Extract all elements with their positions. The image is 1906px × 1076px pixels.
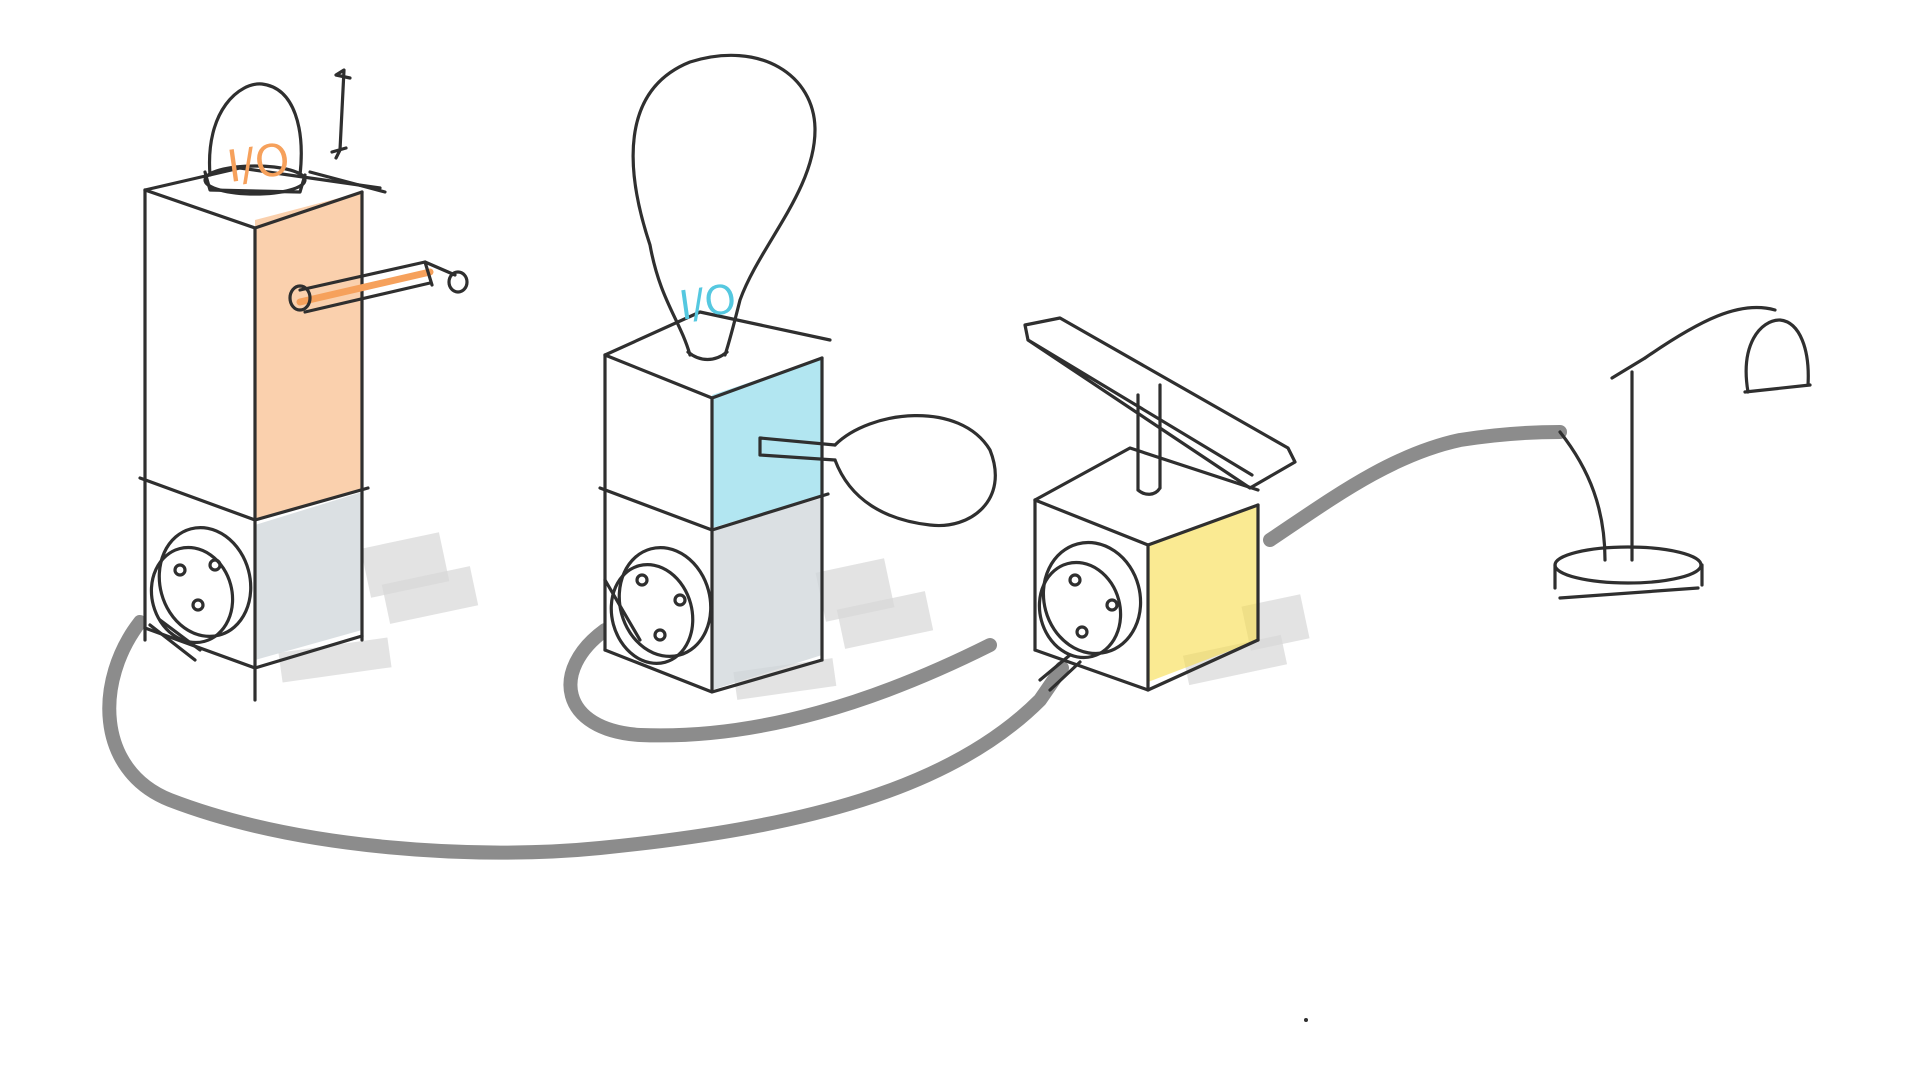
squeeze-bulb: [758, 414, 997, 528]
bulb-module: I/O: [598, 53, 997, 700]
vertical-arrow-icon: [330, 68, 352, 160]
seesaw-module: [1023, 316, 1310, 692]
dome-io-label: I/O: [224, 134, 293, 193]
bulb-module-lower-fill: [712, 498, 822, 690]
seesaw-plank: [1023, 316, 1297, 490]
lamp-cable: [1263, 425, 1567, 547]
crank-module-socket: [148, 526, 253, 662]
long-cable: [102, 615, 1069, 860]
seesaw-module-outline: [1033, 446, 1260, 692]
bulb-module-outline: [598, 310, 832, 694]
middle-cable: [563, 623, 997, 743]
crank-module: I/O: [138, 68, 479, 702]
cables: [102, 425, 1567, 860]
light-bulb: I/O: [631, 53, 817, 362]
bulb-module-socket: [603, 546, 713, 665]
desk-lamp: [1553, 305, 1812, 600]
bulb-module-color-face: [712, 358, 822, 528]
stray-dot: [1304, 1018, 1308, 1022]
dome-cap: I/O: [203, 82, 307, 196]
seesaw-module-socket: [1037, 540, 1143, 692]
bulb-module-lower-left-fill: [605, 495, 712, 690]
seesaw-module-color-face: [1148, 505, 1258, 682]
crank-module-color-face: [255, 192, 362, 520]
crank-module-shadow: [278, 532, 479, 683]
crank-handle: [288, 260, 469, 314]
bulb-io-label: I/O: [677, 276, 740, 329]
crank-module-lower-fill: [255, 492, 362, 660]
seesaw-post: [1136, 383, 1162, 496]
